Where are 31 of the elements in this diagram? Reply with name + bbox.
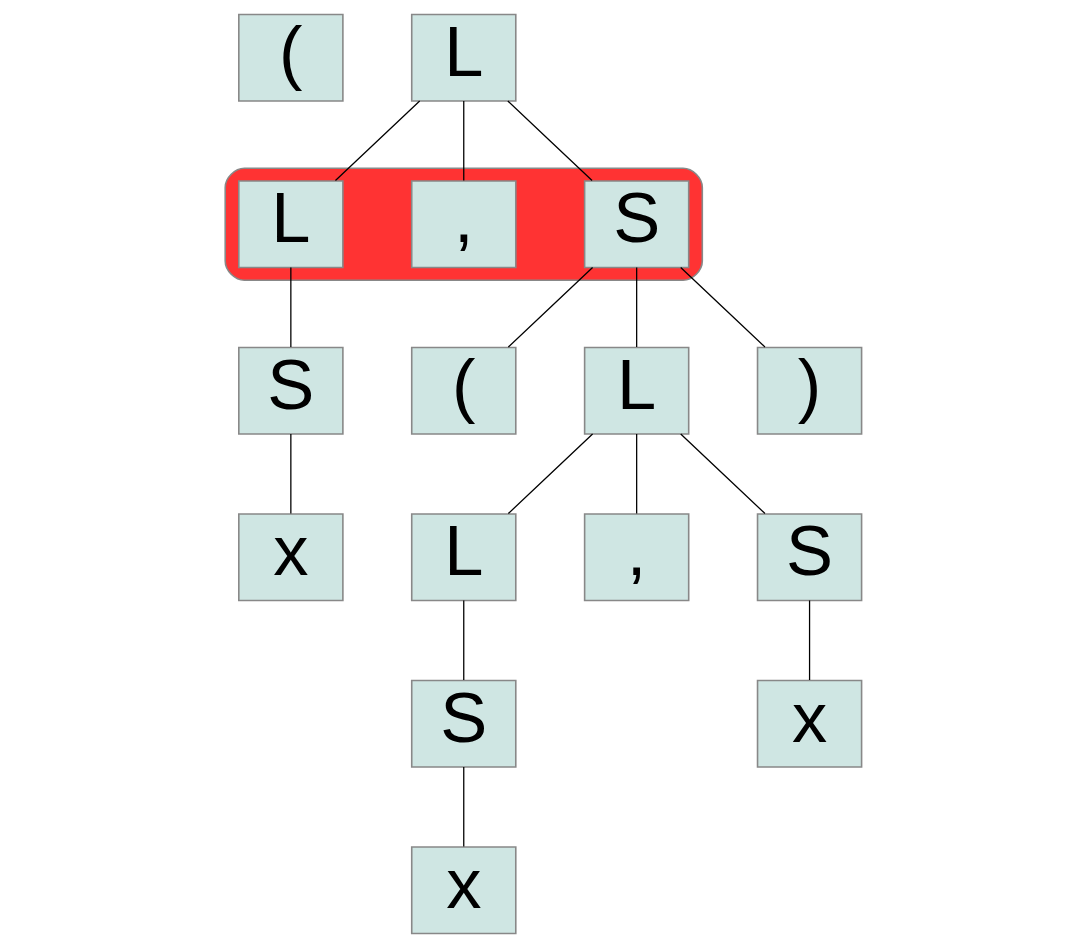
node-box: S bbox=[410, 679, 517, 768]
connector bbox=[680, 266, 766, 348]
node-box: , bbox=[583, 513, 690, 602]
node-box: ) bbox=[756, 346, 863, 435]
connector bbox=[334, 100, 421, 182]
node-box: L bbox=[410, 13, 517, 102]
connector bbox=[636, 433, 638, 515]
connector bbox=[507, 433, 594, 515]
node-box: x bbox=[410, 846, 517, 935]
node-box: S bbox=[583, 180, 690, 269]
connector bbox=[680, 433, 766, 515]
connector bbox=[507, 266, 594, 348]
connector bbox=[636, 266, 638, 348]
connector bbox=[290, 266, 292, 348]
node-box: ( bbox=[410, 346, 517, 435]
node-box: x bbox=[756, 679, 863, 768]
node-box: ( bbox=[238, 13, 344, 102]
node-box: x bbox=[238, 513, 344, 602]
node-box: L bbox=[238, 180, 344, 269]
connector bbox=[290, 433, 292, 515]
connector bbox=[463, 100, 465, 182]
connector bbox=[463, 599, 465, 681]
node-box: S bbox=[238, 346, 344, 435]
connector bbox=[808, 599, 811, 681]
connector bbox=[507, 100, 593, 182]
cluster bbox=[224, 167, 704, 282]
node-box: , bbox=[410, 180, 517, 269]
node-box: L bbox=[583, 346, 690, 435]
connector bbox=[463, 766, 465, 848]
node-box: L bbox=[410, 513, 517, 602]
node-box: S bbox=[756, 513, 863, 602]
